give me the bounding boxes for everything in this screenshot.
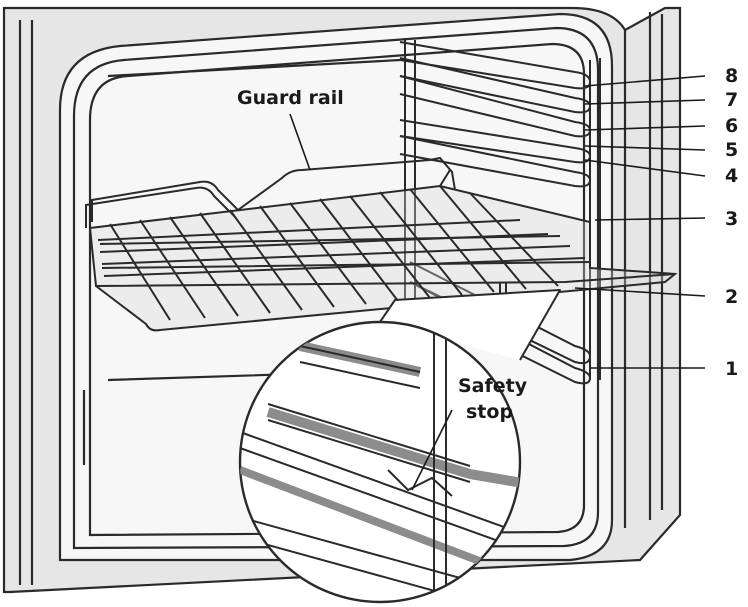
- level-6-leader: [584, 125, 706, 131]
- level-4-number: 4: [725, 165, 738, 187]
- guard-rail-leader: [289, 113, 311, 171]
- callout-leaders: [289, 75, 706, 491]
- shelf-runners-upper: [399, 38, 601, 380]
- shelf-runners-lower: [409, 261, 592, 385]
- level-7-number: 7: [725, 89, 738, 111]
- safety-stop-label-line2: stop: [466, 401, 513, 423]
- shelf-level-numbers: 8 7 6 5 4 3 2 1: [725, 65, 738, 380]
- safety-stop-zoom: [238, 289, 561, 604]
- level-8-number: 8: [725, 65, 738, 87]
- level-4-leader: [584, 159, 706, 177]
- level-3-number: 3: [725, 208, 738, 230]
- level-1-number: 1: [725, 358, 738, 380]
- guard-rail-label: Guard rail: [237, 87, 344, 109]
- level-2-leader: [574, 287, 706, 297]
- safety-stop-label-line1: Safety: [458, 375, 528, 397]
- level-6-number: 6: [725, 115, 738, 137]
- safety-stop-leader: [411, 409, 453, 491]
- level-3-leader: [594, 217, 706, 221]
- level-5-leader: [584, 145, 706, 151]
- level-5-number: 5: [725, 139, 738, 161]
- level-8-leader: [584, 75, 706, 87]
- level-7-leader: [584, 99, 706, 105]
- level-2-number: 2: [725, 286, 738, 308]
